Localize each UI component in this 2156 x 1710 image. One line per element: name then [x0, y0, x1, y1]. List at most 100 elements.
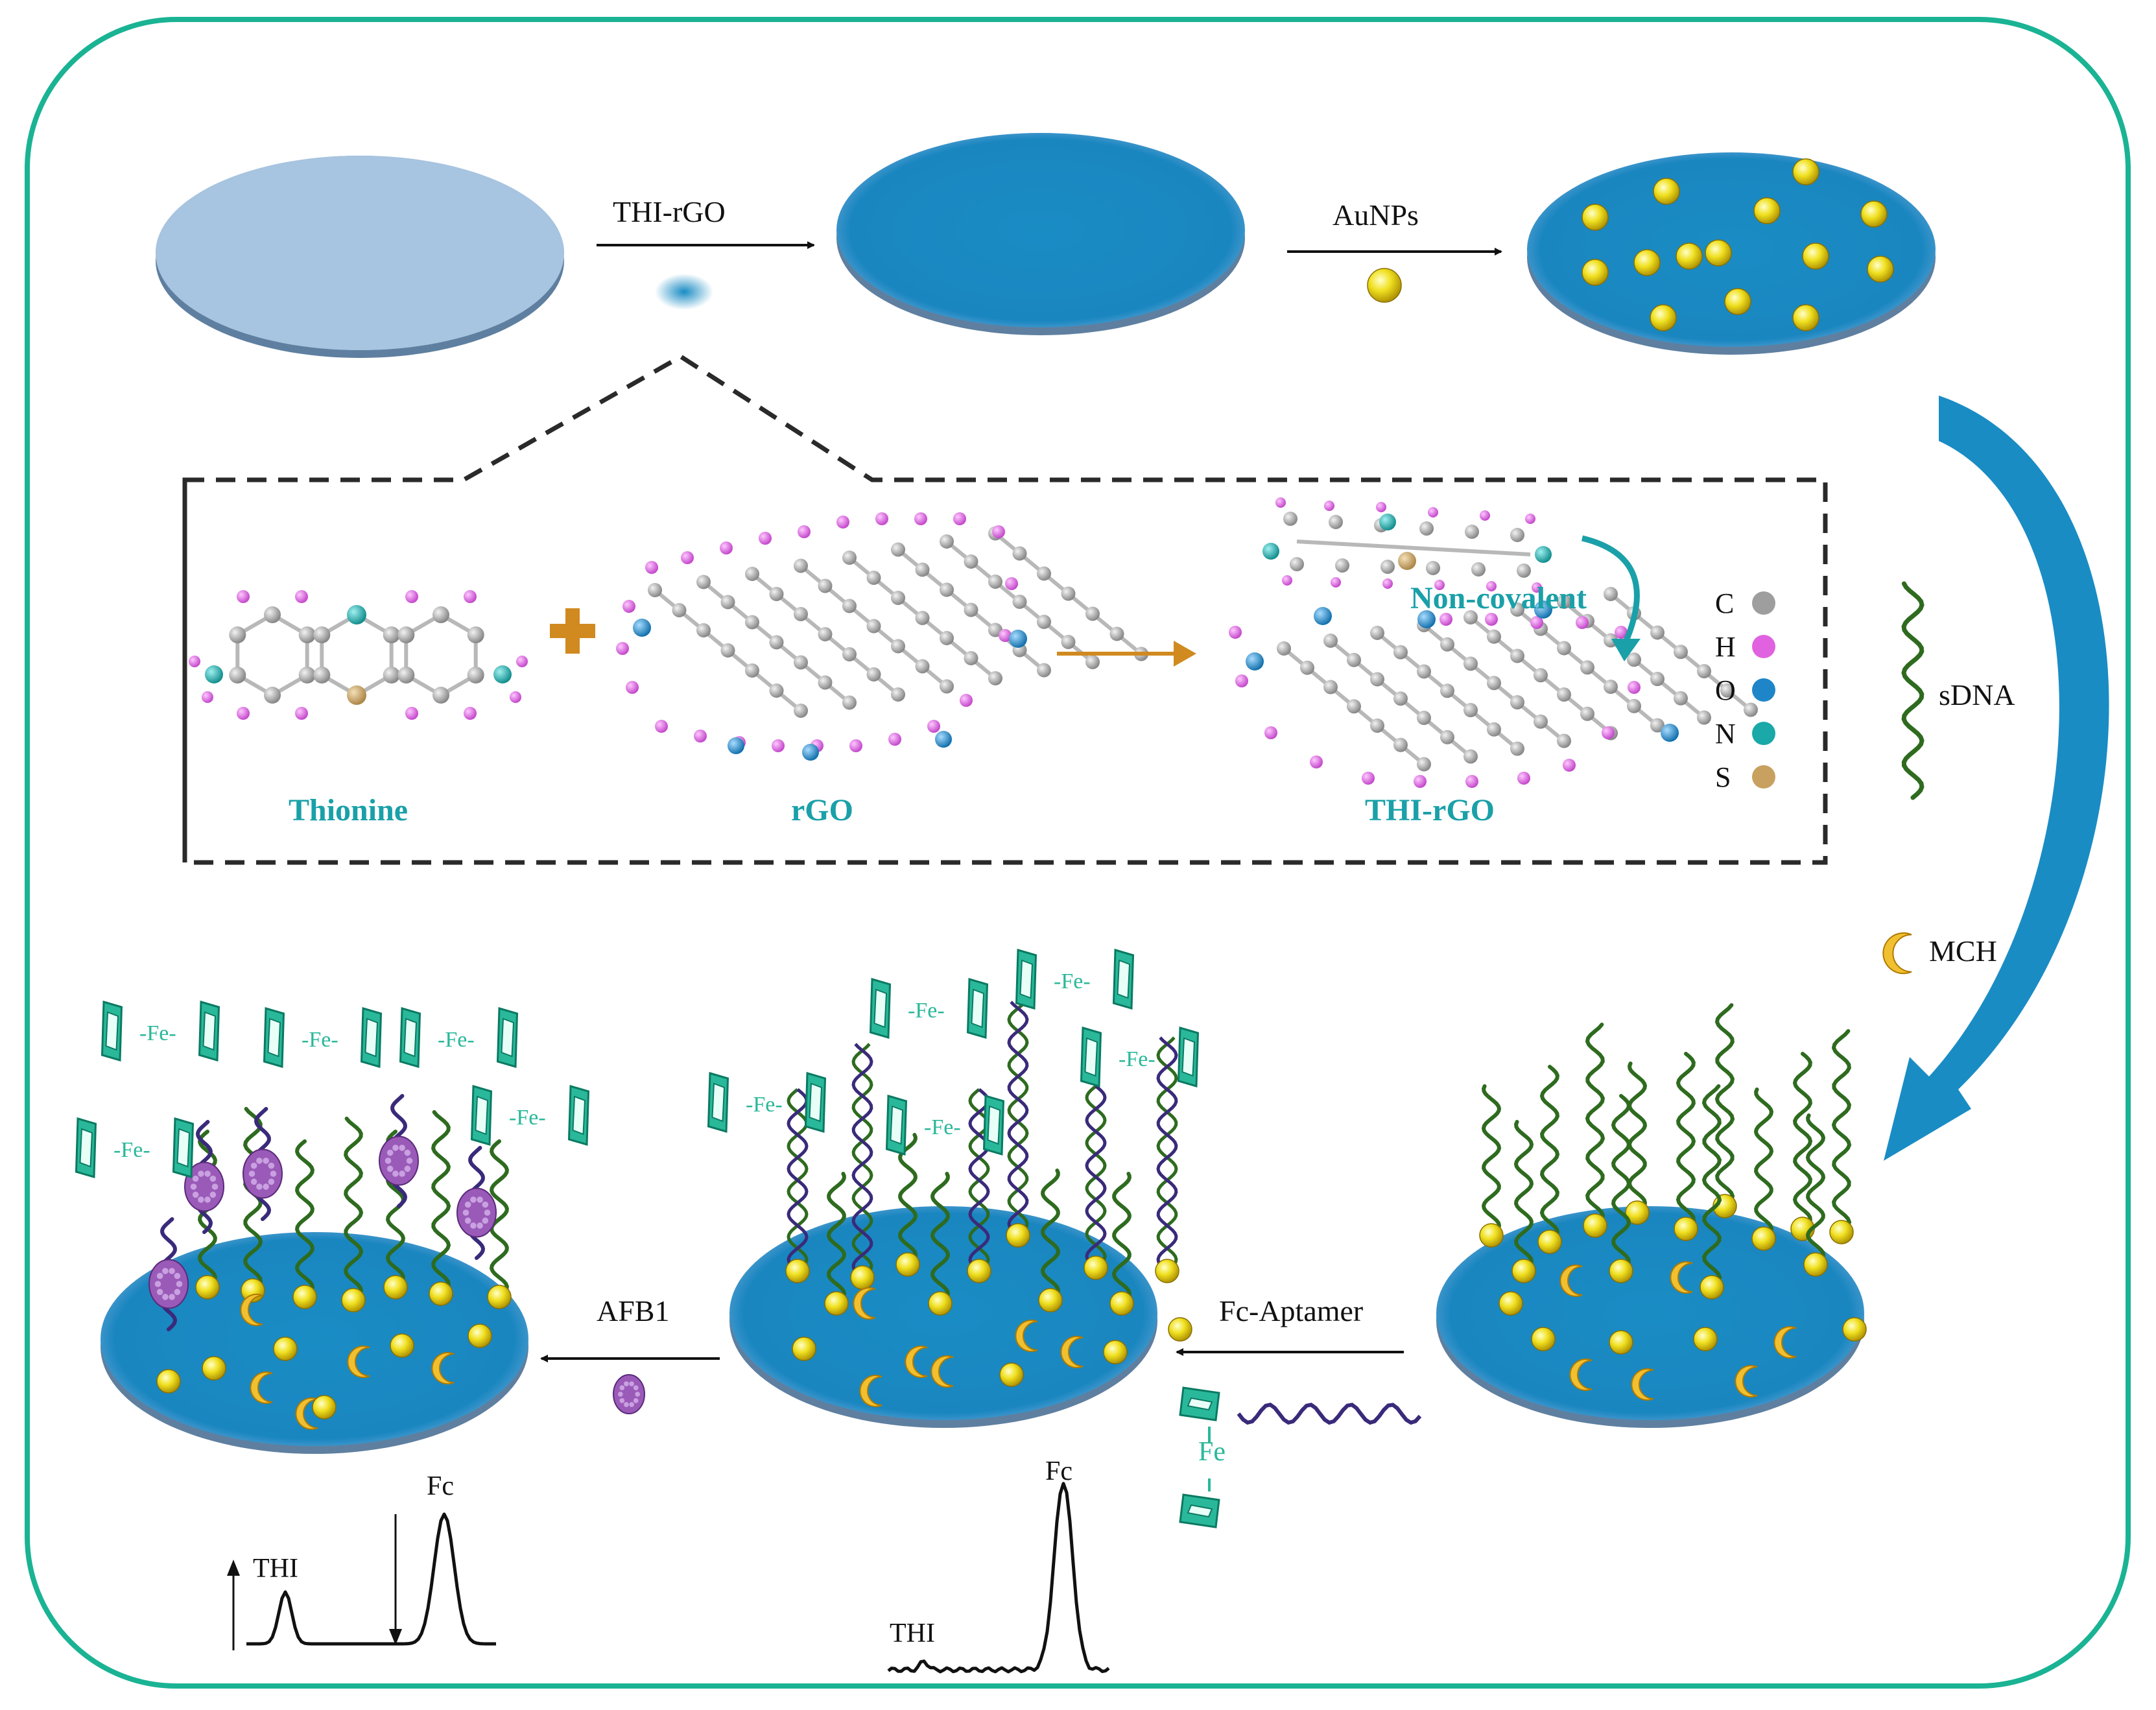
atom-C [1085, 655, 1100, 669]
cp-ring [804, 1072, 827, 1133]
cp-ring [567, 1085, 590, 1146]
mch-moon-icon [1735, 1365, 1758, 1397]
atom-C [1720, 683, 1735, 698]
afb1-body [456, 1187, 497, 1238]
mch-moon-icon [431, 1352, 455, 1384]
afb1-bound [148, 1259, 189, 1309]
atom-C [1604, 587, 1618, 601]
atom-H [1264, 726, 1277, 739]
ferrocene-mid-5: -Fe- [1080, 1027, 1200, 1087]
peak-label-left-thi: THI [253, 1554, 298, 1584]
cp-ring-face [572, 1095, 586, 1135]
afb1-dot [629, 1402, 634, 1407]
atom-C [964, 554, 978, 569]
helix-strand-b [787, 1088, 809, 1272]
cp-ring [470, 1085, 493, 1146]
step-label-afb1: AFB1 [597, 1294, 670, 1327]
atom-C [794, 607, 808, 621]
ferrocene-left-2: -Fe- [263, 1007, 383, 1068]
atom-C [1347, 699, 1361, 714]
gold-nanoparticle [1724, 288, 1751, 315]
cp-ring-face [711, 1082, 726, 1122]
gold-nanoparticle [1700, 1275, 1724, 1300]
gold-nanoparticle [785, 1259, 810, 1283]
gold-nanoparticle [1803, 1252, 1828, 1277]
atom-H [1465, 775, 1478, 788]
atom-C [1393, 691, 1408, 706]
atom-C [745, 615, 759, 630]
atom-C [794, 704, 808, 718]
atom-O [1534, 600, 1552, 619]
afb1-dot [482, 1217, 489, 1224]
aptamer-duplex [1007, 1001, 1029, 1237]
atom-H [1331, 577, 1341, 588]
atom-H [1376, 502, 1386, 512]
atom-C [1697, 710, 1711, 725]
legend-swatch-h [1752, 635, 1775, 658]
atom-C [1335, 558, 1349, 573]
atom-C [1037, 663, 1051, 678]
gold-nanoparticle [390, 1333, 414, 1358]
afb1-dot [633, 1385, 639, 1390]
gold-nanoparticle [312, 1395, 337, 1419]
mch-moon-icon [930, 1355, 954, 1388]
gold-nanoparticle [1038, 1288, 1063, 1312]
legend-label-n: N [1715, 718, 1736, 750]
afb1-dot [176, 1281, 183, 1287]
cp-ring-face [890, 1105, 904, 1145]
cp-ring [966, 978, 989, 1039]
atom-C [1370, 626, 1384, 640]
atom-H [1282, 575, 1292, 586]
atom-C [1580, 660, 1594, 675]
afb1-dot [250, 1162, 257, 1169]
atom-C [915, 659, 930, 674]
sdna-strand [1676, 1052, 1696, 1231]
gold-nanoparticle [1792, 158, 1819, 185]
atom-C [720, 643, 735, 658]
electrode-surface [836, 133, 1245, 327]
gold-nanoparticle [1674, 1217, 1698, 1241]
gold-nanoparticle [429, 1281, 453, 1306]
atom-C [1300, 660, 1314, 675]
atom-C [1510, 695, 1524, 710]
atom-C [1463, 610, 1478, 624]
sdna-strand [1513, 1120, 1534, 1273]
gold-nanoparticle [1633, 249, 1661, 276]
afb1-body [243, 1148, 283, 1199]
atom-S [347, 685, 366, 705]
atom-C [891, 591, 905, 605]
helix-strand-b [1156, 1036, 1178, 1272]
atom-H [626, 681, 639, 694]
sdna-strand [898, 1133, 918, 1266]
atom-H [888, 733, 901, 746]
atom-C [1380, 560, 1395, 574]
gold-nanoparticle [1676, 243, 1703, 270]
atom-H [694, 730, 707, 742]
atom-C [672, 603, 687, 617]
atom-C [866, 619, 881, 634]
afb1-bound [184, 1161, 224, 1212]
atom-H [295, 707, 308, 720]
afb1-body [379, 1135, 419, 1186]
atom-H [798, 525, 811, 538]
ferrocene-text: -Fe- [302, 1028, 338, 1052]
cp-ring [1015, 949, 1037, 1010]
bond [1355, 543, 1414, 550]
atom-C [1557, 733, 1571, 748]
gold-nanoparticle [1609, 1259, 1633, 1283]
atom-C [1627, 698, 1641, 713]
atom-H [295, 590, 308, 603]
atom-H [772, 739, 785, 752]
cp-ring-face [79, 1128, 93, 1168]
cp-ring-face [1019, 959, 1034, 999]
ferrocene-fe-label: Fe [1198, 1437, 1226, 1467]
mch-moon-icon [250, 1372, 273, 1404]
atom-C [720, 595, 735, 610]
mch-moon-icon [240, 1294, 263, 1326]
afb1-bound [243, 1148, 283, 1199]
afb1-dot [477, 1222, 483, 1229]
afb1-dot [154, 1281, 161, 1287]
atom-C [842, 647, 857, 661]
ferrocene-text: -Fe- [509, 1106, 546, 1130]
sdna-strand [1627, 1062, 1648, 1215]
